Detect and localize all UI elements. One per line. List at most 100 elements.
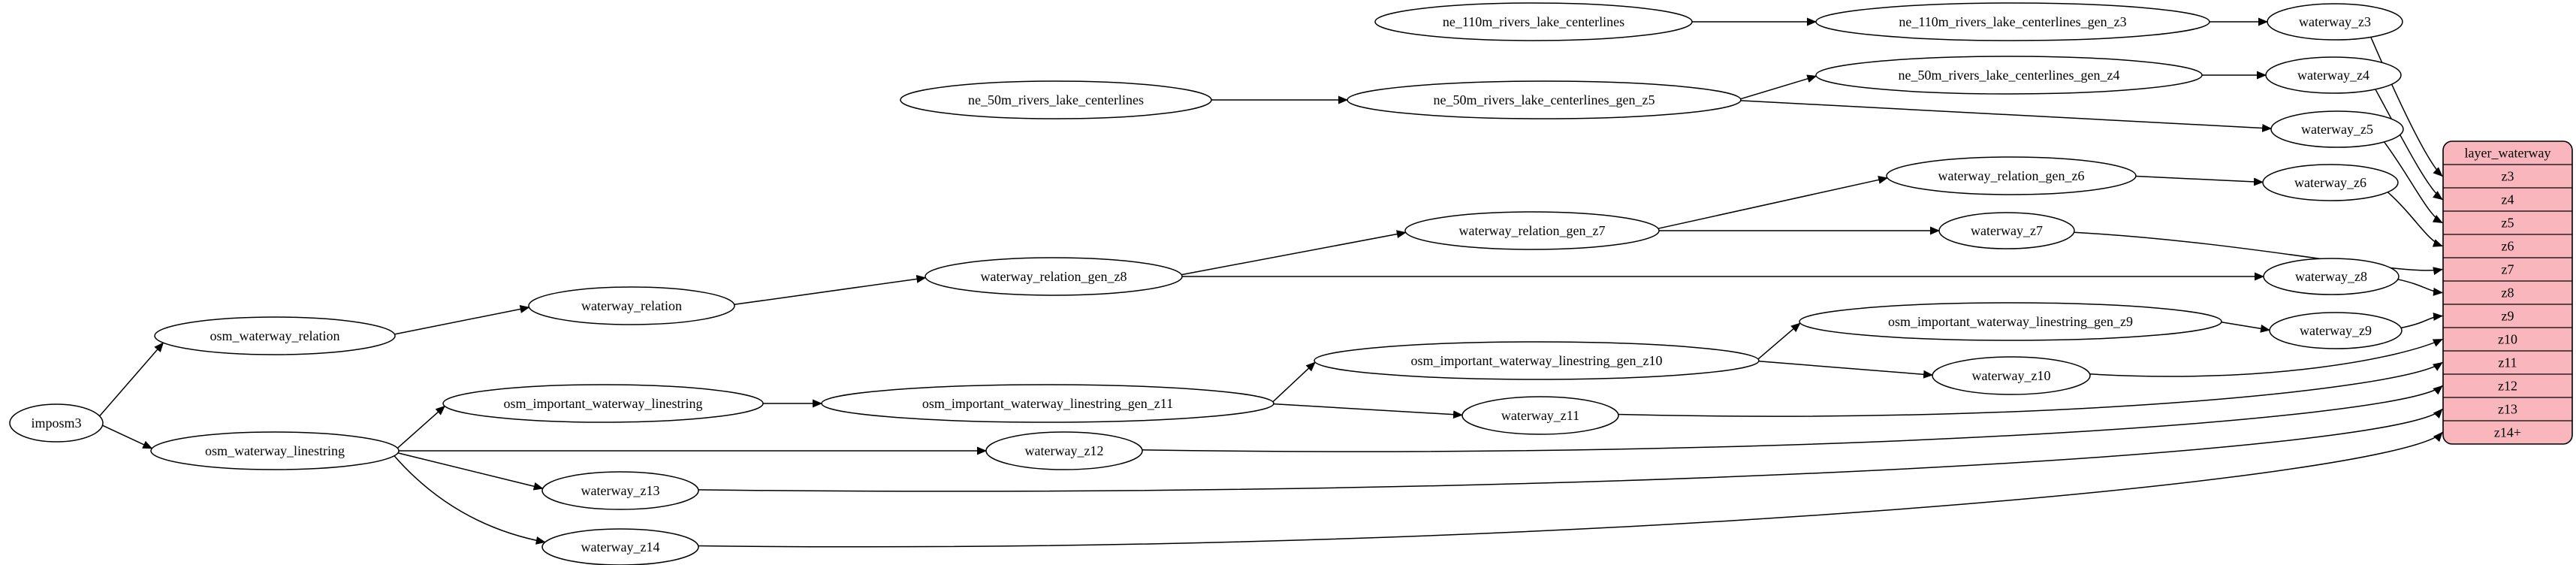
table-row-z5: z5 (2502, 216, 2514, 231)
table-row-z8: z8 (2502, 286, 2514, 301)
node-ellipse-osm_important_waterway_linestring_gen_z11 (821, 384, 1274, 423)
table-row-z13: z13 (2498, 402, 2517, 417)
node-label-waterway_z8: waterway_z8 (2295, 269, 2367, 284)
node-ellipse-ne_110m_rivers_lake_centerlines (1374, 2, 1693, 41)
table-row-z12: z12 (2498, 379, 2517, 394)
node-osm_important_waterway_linestring_gen_z11: osm_important_waterway_linestring_gen_z1… (821, 384, 1274, 423)
edge-waterway_z3-to-layer_waterway-z3 (2370, 37, 2443, 177)
node-ellipse-waterway_z13 (541, 471, 699, 510)
table-row-label-z4: z4 (2502, 192, 2514, 207)
edge-waterway_z7-to-layer_waterway-z7 (2074, 231, 2443, 276)
node-label-waterway_relation_gen_z8: waterway_relation_gen_z8 (981, 269, 1127, 284)
node-label-ne_50m_rivers_lake_centerlines: ne_50m_rivers_lake_centerlines (968, 92, 1144, 107)
node-ellipse-waterway_relation_gen_z6 (1886, 156, 2137, 195)
edge-ne_50m_rivers_lake_centerlines_gen_z5-to-waterway_z5 (1740, 100, 2273, 132)
node-waterway_relation_gen_z7: waterway_relation_gen_z7 (1404, 211, 1660, 250)
edge-waterway_relation-to-waterway_relation_gen_z8 (734, 274, 927, 306)
node-ellipse-osm_important_waterway_linestring_gen_z10 (1314, 341, 1760, 380)
node-ne_110m_rivers_lake_centerlines_gen_z3: ne_110m_rivers_lake_centerlines_gen_z3 (1815, 2, 2210, 41)
node-label-ne_50m_rivers_lake_centerlines_gen_z4: ne_50m_rivers_lake_centerlines_gen_z4 (1899, 68, 2120, 83)
node-label-waterway_z11: waterway_z11 (1501, 408, 1579, 423)
node-ne_50m_rivers_lake_centerlines_gen_z4: ne_50m_rivers_lake_centerlines_gen_z4 (1815, 56, 2203, 95)
node-waterway_z6: waterway_z6 (2262, 164, 2399, 201)
edge-imposm3-to-osm_waterway_relation (99, 342, 164, 417)
node-label-waterway_z3: waterway_z3 (2299, 14, 2371, 29)
node-label-waterway_z9: waterway_z9 (2300, 323, 2372, 338)
node-waterway_relation: waterway_relation (528, 286, 735, 325)
table-row-label-z12: z12 (2498, 379, 2517, 394)
table-row-label-z11: z11 (2498, 355, 2517, 370)
node-waterway_z12: waterway_z12 (985, 431, 1143, 470)
node-label-ne_110m_rivers_lake_centerlines: ne_110m_rivers_lake_centerlines (1443, 14, 1624, 29)
edge-waterway_z12-to-layer_waterway-z12 (1142, 385, 2443, 452)
node-label-osm_important_waterway_linestring: osm_important_waterway_linestring (504, 396, 703, 411)
node-label-waterway_relation_gen_z6: waterway_relation_gen_z6 (1938, 168, 2085, 183)
node-osm_important_waterway_linestring_gen_z10: osm_important_waterway_linestring_gen_z1… (1314, 341, 1760, 380)
node-ne_50m_rivers_lake_centerlines_gen_z5: ne_50m_rivers_lake_centerlines_gen_z5 (1347, 80, 1742, 119)
table-row-z14+: z14+ (2494, 425, 2521, 440)
edge-osm_important_waterway_linestring_gen_z10-to-waterway_z10 (1758, 361, 1934, 379)
node-ellipse-waterway_z11 (1461, 396, 1619, 435)
edge-osm_important_waterway_linestring_gen_z9-to-waterway_z9 (2221, 321, 2270, 333)
edge-waterway_z11-to-layer_waterway-z11 (1618, 361, 2443, 417)
node-ellipse-waterway_z9 (2269, 312, 2403, 349)
node-waterway_relation_gen_z8: waterway_relation_gen_z8 (925, 257, 1183, 296)
edge-waterway_z5-to-layer_waterway-z5 (2383, 141, 2443, 224)
node-label-waterway_z5: waterway_z5 (2301, 122, 2373, 137)
node-ellipse-waterway_z4 (2265, 56, 2402, 94)
node-ellipse-waterway_relation_gen_z8 (925, 257, 1183, 296)
table-row-label-z14+: z14+ (2494, 425, 2521, 440)
node-osm_important_waterway_linestring_gen_z9: osm_important_waterway_linestring_gen_z9 (1799, 302, 2222, 341)
node-ellipse-waterway_z6 (2262, 164, 2399, 201)
node-imposm3: imposm3 (9, 403, 104, 443)
node-label-waterway_relation_gen_z7: waterway_relation_gen_z7 (1459, 223, 1606, 238)
node-label-osm_waterway_linestring: osm_waterway_linestring (205, 443, 345, 458)
table-row-label-z8: z8 (2502, 286, 2514, 301)
node-ellipse-ne_50m_rivers_lake_centerlines (900, 80, 1212, 119)
node-waterway_z7: waterway_z7 (1938, 212, 2075, 249)
edge-osm_waterway_relation-to-waterway_relation (394, 305, 530, 335)
node-label-waterway_z4: waterway_z4 (2297, 68, 2369, 83)
edge-imposm3-to-osm_waterway_linestring (102, 425, 153, 449)
node-label-ne_110m_rivers_lake_centerlines_gen_z3: ne_110m_rivers_lake_centerlines_gen_z3 (1899, 14, 2126, 29)
node-ellipse-osm_waterway_relation (154, 316, 396, 355)
node-label-osm_important_waterway_linestring_gen_z10: osm_important_waterway_linestring_gen_z1… (1411, 353, 1663, 368)
node-ellipse-waterway_relation (528, 286, 735, 325)
node-ellipse-osm_important_waterway_linestring (442, 384, 764, 423)
node-label-waterway_z10: waterway_z10 (1972, 368, 2051, 383)
node-label-osm_important_waterway_linestring_gen_z11: osm_important_waterway_linestring_gen_z1… (922, 396, 1173, 411)
table-row-label-z5: z5 (2502, 216, 2514, 231)
table-layer_waterway: layer_waterwayz3z4z5z6z7z8z9z10z11z12z13… (2442, 140, 2573, 445)
node-osm_waterway_relation: osm_waterway_relation (154, 316, 396, 355)
node-ellipse-ne_50m_rivers_lake_centerlines_gen_z4 (1815, 56, 2203, 95)
edge-waterway_z4-to-layer_waterway-z4 (2375, 89, 2443, 201)
table-frame (2442, 140, 2573, 445)
node-label-waterway_z12: waterway_z12 (1025, 443, 1104, 458)
node-label-osm_waterway_relation: osm_waterway_relation (210, 328, 340, 343)
node-waterway_z4: waterway_z4 (2265, 56, 2402, 94)
table-row-z3: z3 (2502, 169, 2514, 184)
edge-ne_50m_rivers_lake_centerlines_gen_z5-to-ne_50m_rivers_lake_centerlines_gen_z4 (1740, 74, 1817, 100)
table-row-label-z13: z13 (2498, 402, 2517, 417)
node-ellipse-waterway_z3 (2267, 3, 2403, 41)
node-waterway_z9: waterway_z9 (2269, 312, 2403, 349)
node-label-imposm3: imposm3 (31, 415, 81, 431)
node-ellipse-waterway_z8 (2263, 258, 2400, 295)
edge-waterway_z14-to-layer_waterway-z14+ (698, 431, 2443, 548)
edge-osm_waterway_linestring-to-waterway_z13 (397, 452, 544, 491)
table-row-label-z9: z9 (2502, 309, 2514, 324)
node-label-waterway_relation: waterway_relation (581, 298, 682, 313)
table-row-z7: z7 (2502, 262, 2514, 277)
table-row-label-z3: z3 (2502, 169, 2514, 184)
edge-osm_important_waterway_linestring_gen_z11-to-osm_important_waterway_linestring_gen_z10 (1272, 361, 1316, 403)
node-ne_110m_rivers_lake_centerlines: ne_110m_rivers_lake_centerlines (1374, 2, 1693, 41)
edges-layer (99, 17, 2443, 548)
node-ellipse-waterway_z7 (1938, 212, 2075, 249)
edge-osm_important_waterway_linestring_gen_z10-to-osm_important_waterway_linestring_gen_z9 (1757, 322, 1801, 360)
edge-osm_important_waterway_linestring_gen_z11-to-waterway_z11 (1273, 403, 1463, 419)
edge-waterway_z10-to-layer_waterway-z10 (2089, 338, 2443, 377)
table-row-label-z10: z10 (2498, 332, 2517, 347)
edge-waterway_relation_gen_z8-to-waterway_relation_gen_z7 (1181, 230, 1407, 276)
node-ellipse-waterway_relation_gen_z7 (1404, 211, 1660, 250)
